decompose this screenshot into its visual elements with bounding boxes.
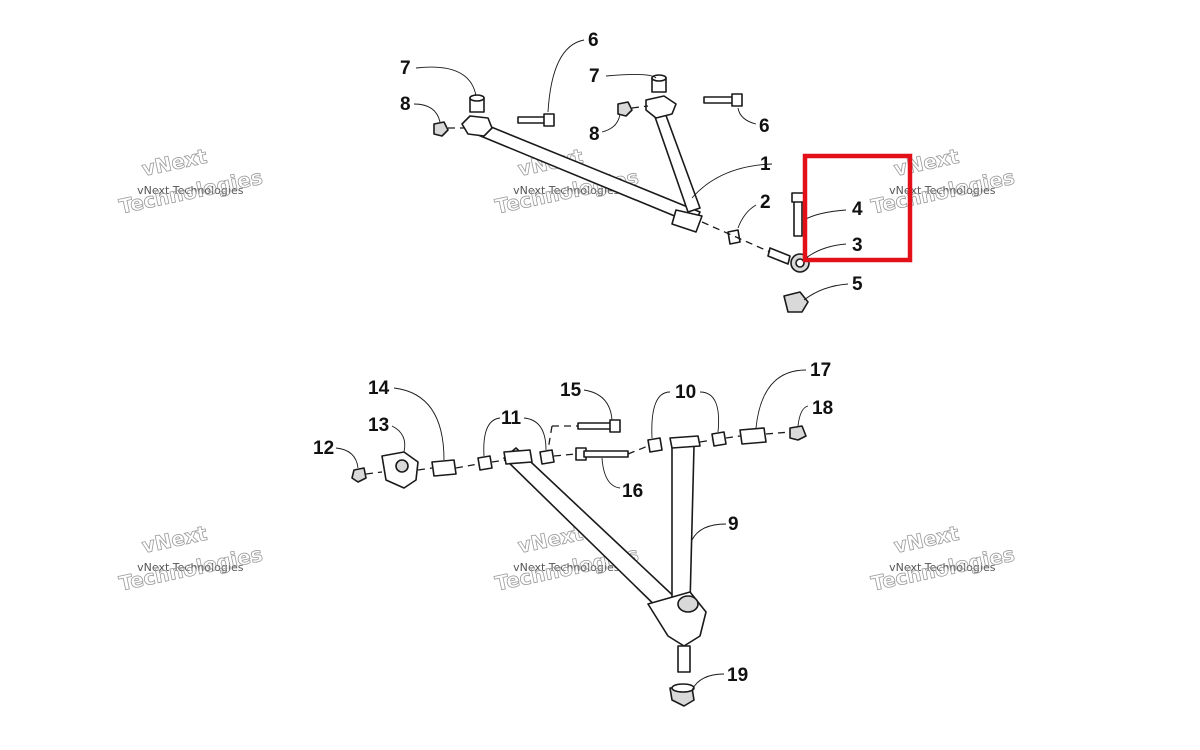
bolt-part-6-left (517, 113, 555, 127)
leader-16 (601, 457, 621, 489)
alignment-line-upper-right (631, 105, 649, 109)
leader-5 (803, 283, 849, 301)
leader-12 (335, 447, 359, 469)
svg-text:vNext Technologies: vNext Technologies (889, 184, 996, 197)
leader-2 (737, 204, 757, 229)
svg-text:Technologies: Technologies (869, 542, 1017, 596)
callout-13: 13 (368, 415, 389, 436)
nut-part-12 (351, 467, 367, 483)
leader-3 (805, 243, 847, 259)
callout-5: 5 (852, 274, 863, 295)
svg-text:Technologies: Technologies (117, 542, 265, 596)
callout-7-right: 7 (589, 66, 600, 87)
alignment-line-upper-sleeve (701, 221, 771, 253)
svg-text:vNext Technologies: vNext Technologies (513, 561, 620, 574)
ball-joint-part-19 (669, 645, 695, 707)
leader-7a (415, 66, 477, 97)
leader-15 (583, 389, 613, 421)
leader-1 (691, 163, 773, 199)
leader-7b (605, 73, 657, 79)
svg-text:vNext: vNext (892, 144, 962, 181)
leader-6b (737, 107, 757, 125)
watermark-6: vNext vNext Technologies Technologies (869, 520, 1017, 596)
callout-6-top: 6 (588, 30, 599, 51)
leader-6a (547, 39, 585, 113)
nut-part-8-right (617, 101, 633, 117)
callout-8-right: 8 (589, 124, 600, 145)
bushing-part-11-right (539, 449, 555, 465)
svg-text:vNext Technologies: vNext Technologies (889, 561, 996, 574)
leader-10 (651, 391, 720, 439)
upper-a-arm-part-1 (461, 95, 703, 233)
callout-19: 19 (727, 665, 748, 686)
svg-text:Technologies: Technologies (117, 165, 265, 219)
bushing-part-17 (739, 427, 767, 445)
leader-17 (755, 369, 807, 429)
leader-13 (391, 425, 406, 453)
callout-11: 11 (501, 408, 522, 429)
leader-19 (691, 673, 725, 691)
fitting-part-2 (727, 229, 741, 245)
callout-6-right: 6 (759, 116, 770, 137)
svg-text:vNext Technologies: vNext Technologies (513, 184, 620, 197)
callout-17: 17 (810, 360, 831, 381)
callout-18: 18 (812, 398, 833, 419)
svg-text:vNext: vNext (140, 521, 210, 558)
watermark-3: vNext vNext Technologies Technologies (869, 143, 1017, 219)
callout-8-left: 8 (400, 94, 411, 115)
bolt-part-4 (791, 192, 805, 237)
callout-2: 2 (760, 192, 771, 213)
bolt-part-16 (575, 447, 629, 461)
leader-8b (601, 113, 621, 133)
svg-text:Technologies: Technologies (869, 165, 1017, 219)
bolt-part-6-right (703, 93, 743, 107)
callout-1: 1 (760, 154, 771, 175)
callout-4: 4 (852, 199, 863, 220)
leader-11 (483, 417, 547, 457)
watermark-4: vNext vNext Technologies Technologies (117, 520, 265, 596)
nut-part-18 (789, 425, 807, 441)
callout-10: 10 (675, 382, 696, 403)
leader-8a (413, 103, 441, 123)
nut-part-5 (783, 291, 809, 313)
bushing-part-11-left (477, 455, 493, 471)
callout-3: 3 (852, 235, 863, 256)
svg-text:vNext: vNext (140, 144, 210, 181)
nut-part-8-left (433, 121, 449, 137)
bushing-part-10-right (711, 431, 727, 447)
callout-7-left: 7 (400, 58, 411, 79)
svg-text:vNext Technologies: vNext Technologies (137, 184, 244, 197)
callout-12: 12 (313, 438, 334, 459)
svg-text:vNext: vNext (892, 521, 962, 558)
leader-18 (797, 405, 809, 427)
svg-text:vNext Technologies: vNext Technologies (137, 561, 244, 574)
highlight-box (802, 153, 913, 263)
callout-9: 9 (728, 514, 739, 535)
bushing-part-7-right (651, 74, 667, 93)
watermark-1: vNext vNext Technologies Technologies (117, 143, 265, 219)
bushing-part-10-left (647, 437, 663, 453)
bushing-part-7-left (469, 94, 485, 113)
leader-4 (803, 209, 847, 221)
bushing-part-14 (431, 459, 457, 477)
callout-15: 15 (560, 380, 582, 401)
callout-16: 16 (622, 481, 643, 502)
lower-a-arm-part-9 (503, 435, 707, 647)
callout-14: 14 (368, 378, 390, 399)
bolt-part-15 (577, 419, 621, 433)
leader-9 (691, 523, 727, 541)
alignment-line-lower-right (699, 431, 791, 443)
leader-14 (393, 387, 445, 461)
bracket-part-13 (381, 451, 419, 489)
